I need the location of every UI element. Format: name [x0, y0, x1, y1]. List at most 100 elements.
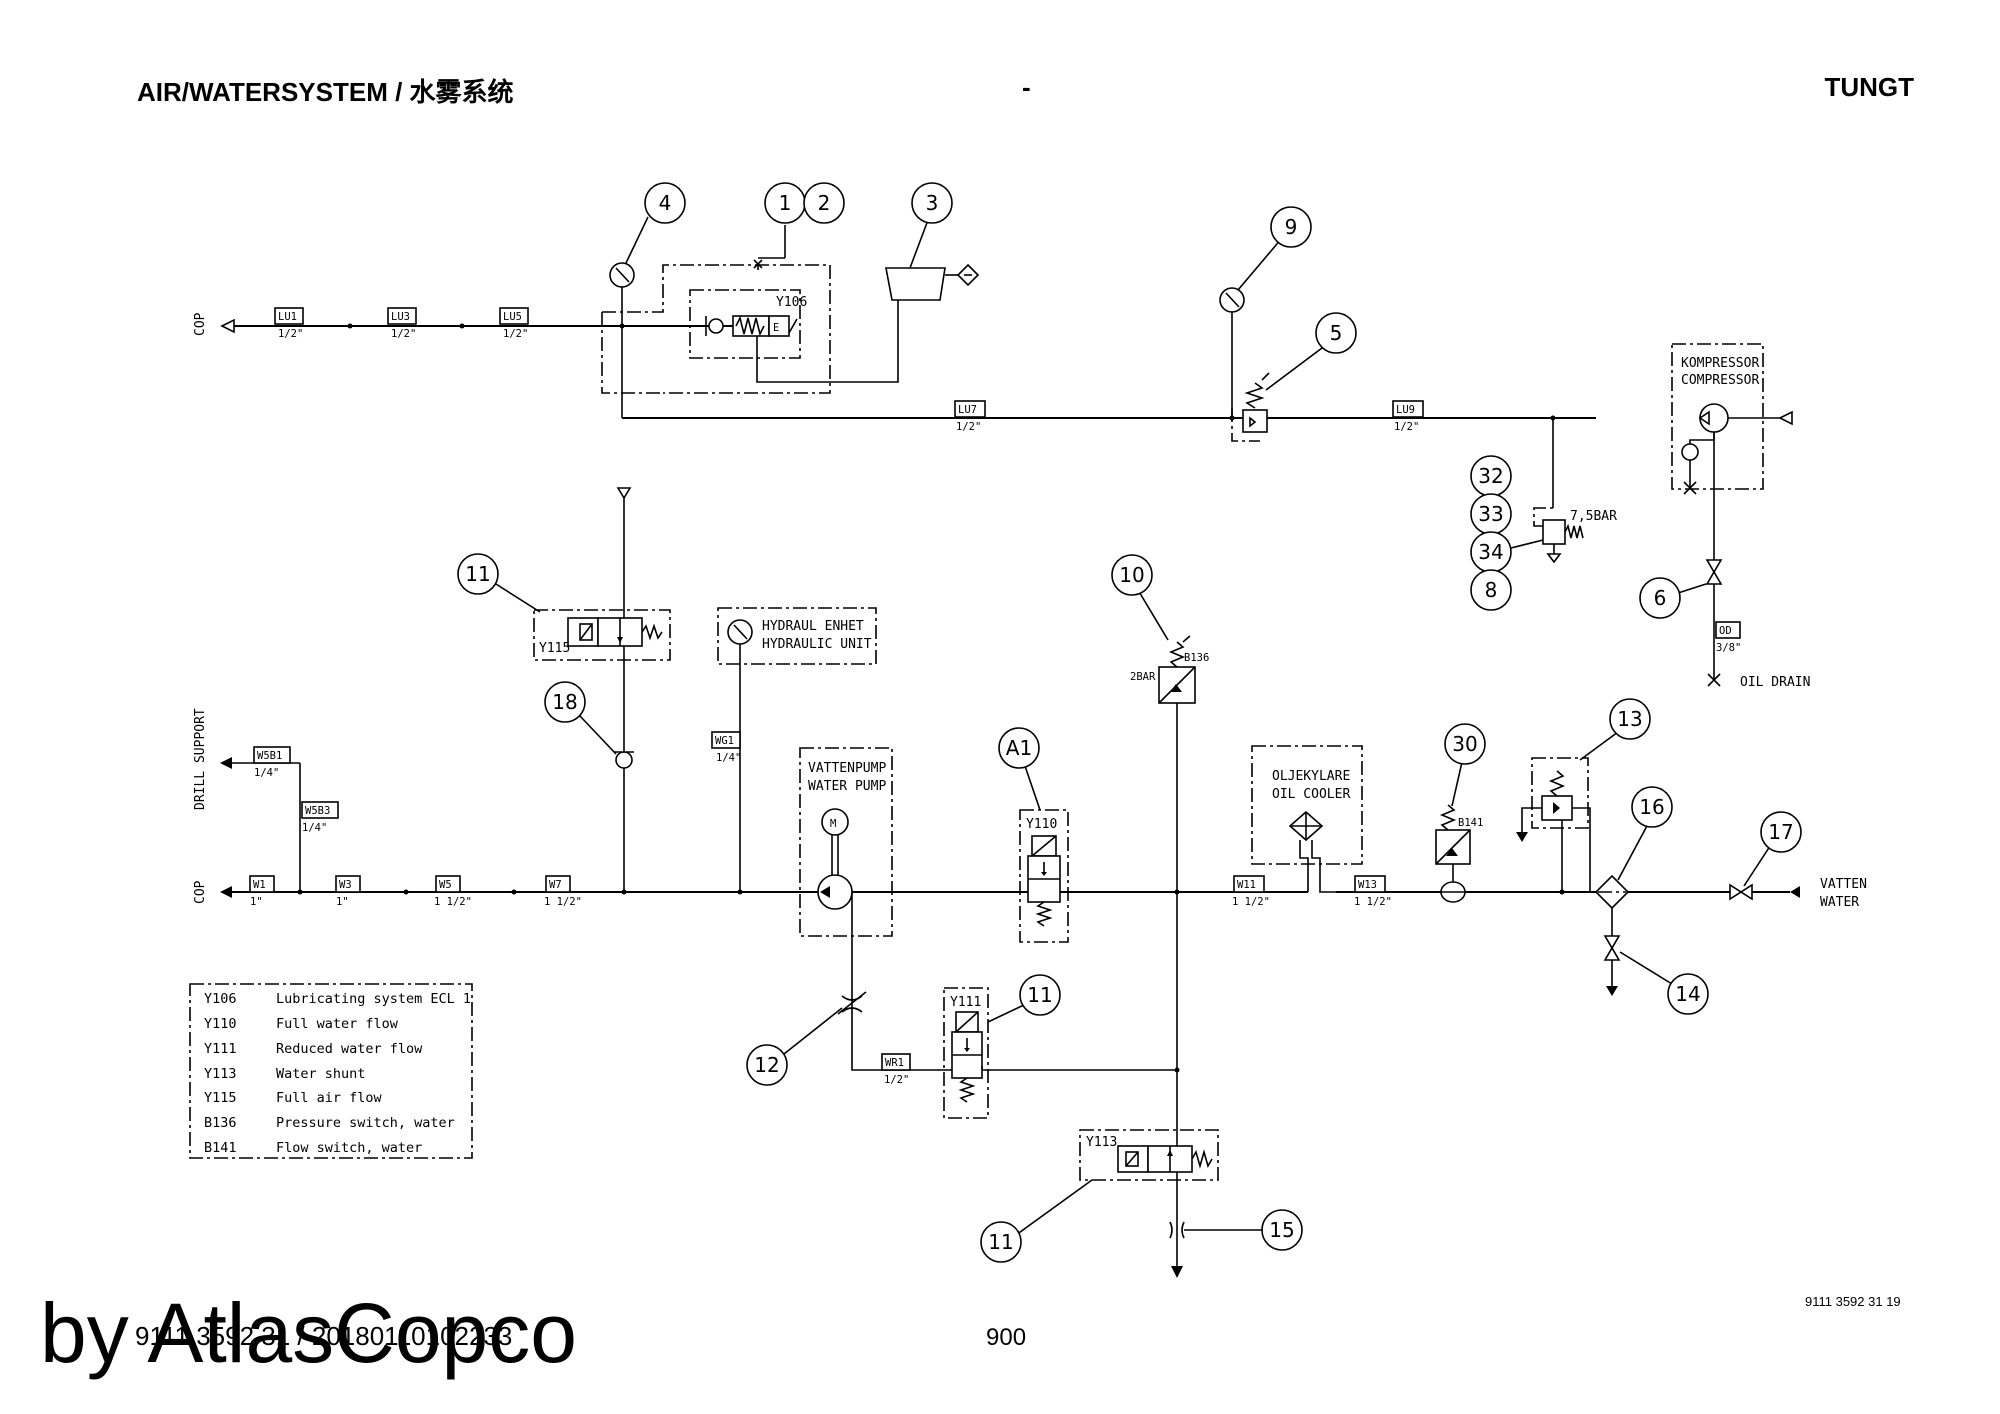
- callouts: 4 1 2 3 9 5 32 33 34 8 6 10 11 18 A1 30 …: [457, 182, 1802, 1263]
- svg-text:Full water flow: Full water flow: [276, 1016, 399, 1032]
- svg-text:1 1/2": 1 1/2": [1232, 896, 1270, 908]
- page-title: AIR/WATERSYSTEM / 水雾系统: [137, 77, 514, 107]
- callout-11: [457, 553, 499, 595]
- svg-text:WATER PUMP: WATER PUMP: [808, 779, 886, 794]
- flow-switch-b141: B141: [1435, 804, 1483, 903]
- line-tag-w3: W3 1": [335, 875, 361, 908]
- callout-11c: [980, 1221, 1022, 1263]
- callout-9: [1270, 206, 1312, 248]
- pressure-switch-b136: B136 2BAR: [1130, 635, 1209, 1278]
- orifice-15: [1169, 1221, 1185, 1239]
- line-tag-lu5: LU5 1/2": [499, 307, 529, 340]
- svg-text:1/2": 1/2": [503, 328, 528, 340]
- callout-17: [1760, 811, 1802, 853]
- svg-text:7,5BAR: 7,5BAR: [1570, 509, 1617, 524]
- svg-text:1/2": 1/2": [391, 328, 416, 340]
- svg-text:15: 15: [1269, 1218, 1294, 1242]
- watermark: by AtlasCopco: [40, 1286, 577, 1380]
- svg-text:Full air flow: Full air flow: [276, 1090, 383, 1106]
- callout-12: [746, 1044, 788, 1086]
- svg-text:LU7: LU7: [958, 404, 977, 416]
- svg-text:1 1/2": 1 1/2": [544, 896, 582, 908]
- check-valve-18: [614, 751, 634, 769]
- svg-text:Y106: Y106: [204, 991, 237, 1007]
- svg-text:LU9: LU9: [1396, 404, 1415, 416]
- valve-y115: Y115: [533, 609, 671, 661]
- water-pump: VATTENPUMP WATER PUMP M: [799, 747, 893, 937]
- valve-y110: Y110: [1019, 809, 1069, 943]
- line-tag-w5b3: W5B3 1/4": [301, 801, 339, 834]
- throttle-12: [837, 991, 867, 1015]
- water-system: COP DRILL SUPPORT W5B1 1/4" W5B3 1/4" W1…: [193, 487, 1867, 1278]
- cop-water-outlet-arrow: [220, 886, 232, 898]
- svg-text:6: 6: [1654, 586, 1667, 610]
- svg-text:W5: W5: [439, 879, 452, 891]
- svg-text:9: 9: [1285, 215, 1298, 239]
- svg-text:1 1/2": 1 1/2": [1354, 896, 1392, 908]
- svg-text:WG1: WG1: [715, 735, 734, 747]
- svg-text:B141: B141: [204, 1140, 237, 1156]
- line-tag-lu7: LU7 1/2": [954, 400, 986, 433]
- svg-text:17: 17: [1768, 820, 1793, 844]
- svg-text:1: 1: [779, 191, 792, 215]
- svg-text:W11: W11: [1237, 879, 1256, 891]
- svg-text:B141: B141: [1458, 817, 1483, 829]
- svg-text:11: 11: [988, 1230, 1013, 1254]
- header-center: -: [1022, 72, 1031, 102]
- svg-text:Y113: Y113: [1086, 1135, 1117, 1150]
- svg-text:1/2": 1/2": [1394, 421, 1419, 433]
- line-tag-w7: W7 1 1/2": [544, 875, 582, 908]
- line-tag-w13: W13 1 1/2": [1354, 875, 1392, 908]
- pressure-reducing-valve-13: [1516, 757, 1591, 895]
- line-tag-w5b1: W5B1 1/4": [253, 746, 291, 779]
- svg-text:Reduced water flow: Reduced water flow: [276, 1041, 423, 1057]
- line-tag-lu1: LU1 1/2": [274, 307, 304, 340]
- svg-text:LU3: LU3: [391, 311, 410, 323]
- svg-text:16: 16: [1639, 795, 1664, 819]
- relief-valve-7-5bar: 7,5BAR: [1510, 507, 1617, 564]
- svg-text:KOMPRESSOR: KOMPRESSOR: [1681, 356, 1759, 371]
- svg-text:3/8": 3/8": [1716, 642, 1741, 654]
- header-right: TUNGT: [1824, 72, 1914, 102]
- vatten-label: VATTEN: [1820, 877, 1867, 892]
- svg-text:OLJEKYLARE: OLJEKYLARE: [1272, 769, 1350, 784]
- svg-text:30: 30: [1452, 732, 1477, 756]
- svg-text:OIL DRAIN: OIL DRAIN: [1740, 675, 1810, 690]
- callout-13: [1609, 698, 1651, 740]
- svg-text:32: 32: [1478, 464, 1503, 488]
- svg-text:LU1: LU1: [278, 311, 297, 323]
- svg-text:2: 2: [818, 191, 831, 215]
- svg-text:1": 1": [250, 896, 263, 908]
- svg-text:M: M: [830, 818, 836, 830]
- svg-text:Water shunt: Water shunt: [276, 1066, 365, 1082]
- compressor-unit: KOMPRESSOR COMPRESSOR: [1671, 343, 1793, 560]
- callout-5: [1315, 312, 1357, 354]
- doc-id: 9111 3592 31 / 20180110102233: [135, 1321, 512, 1351]
- svg-text:4: 4: [659, 191, 672, 215]
- valve-y106: E Y106: [689, 285, 899, 383]
- svg-text:1": 1": [336, 896, 349, 908]
- svg-text:HYDRAULIC UNIT: HYDRAULIC UNIT: [762, 637, 872, 652]
- svg-text:1/4": 1/4": [716, 752, 741, 764]
- inlet-valve-17: [1729, 883, 1753, 901]
- svg-text:W3: W3: [339, 879, 352, 891]
- svg-text:Lubricating system ECL 1: Lubricating system ECL 1: [276, 991, 471, 1007]
- page-number: 900: [986, 1324, 1026, 1351]
- cop-water-label: COP: [193, 880, 208, 904]
- svg-text:WR1: WR1: [885, 1057, 904, 1069]
- callout-11b: [1019, 974, 1061, 1016]
- svg-text:5: 5: [1330, 321, 1343, 345]
- svg-text:Y115: Y115: [539, 641, 570, 656]
- air-system: COP LU1 1/2" LU3 1/2" LU5 1/2": [193, 259, 1810, 690]
- svg-text:12: 12: [754, 1053, 779, 1077]
- line-tag-w5: W5 1 1/2": [434, 875, 472, 908]
- svg-text:HYDRAUL ENHET: HYDRAUL ENHET: [762, 619, 864, 634]
- doc-ref: 9111 3592 31 19: [1805, 1294, 1901, 1309]
- callout-30: [1444, 723, 1486, 765]
- line-tag-w1: W1 1": [249, 875, 275, 908]
- svg-text:1/4": 1/4": [254, 767, 279, 779]
- callout-3: [911, 182, 953, 224]
- svg-text:3: 3: [926, 191, 939, 215]
